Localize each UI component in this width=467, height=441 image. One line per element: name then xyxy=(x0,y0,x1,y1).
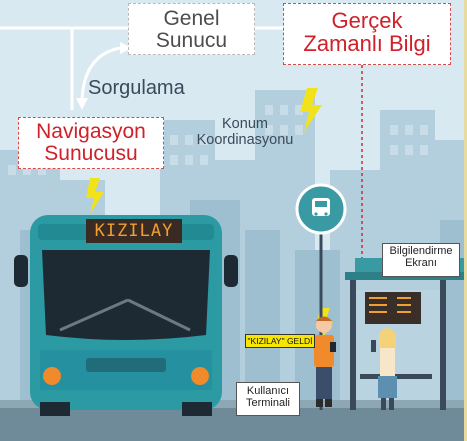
user-terminal-line1: Kullanıcı xyxy=(246,385,290,397)
navigation-server-box: Navigasyon Sunucusu xyxy=(18,117,164,169)
bus xyxy=(14,215,238,416)
realtime-info-line2: Zamanlı Bilgi xyxy=(303,31,431,57)
building-windows xyxy=(8,105,428,175)
network-lines xyxy=(0,26,283,110)
user-terminal-line2: Terminali xyxy=(245,396,290,409)
frame-edge xyxy=(464,0,467,441)
lightning-icon-location xyxy=(300,88,322,132)
general-server-line2: Sunucu xyxy=(155,29,228,53)
man-figure xyxy=(314,316,336,407)
info-screen-display xyxy=(365,292,421,324)
general-server-line1: Genel xyxy=(163,7,220,30)
query-arrow xyxy=(80,46,121,101)
realtime-info-line1: Gerçek xyxy=(331,8,403,33)
navigation-server-line1: Navigasyon xyxy=(36,120,146,143)
phone-icon xyxy=(330,342,336,352)
query-arrow-head-top xyxy=(120,42,132,54)
bus-destination-text: KIZILAY xyxy=(94,221,174,241)
location-coordination-label: Konum Koordinasyonu xyxy=(186,116,304,149)
user-terminal-label: Kullanıcı Terminali xyxy=(236,382,300,416)
bus-headlight-right xyxy=(191,367,209,385)
location-coordination-line2: Koordinasyonu xyxy=(196,131,294,148)
bus-headlight-left xyxy=(43,367,61,385)
bus-mirror-right xyxy=(224,255,238,287)
bus-mirror-left xyxy=(14,255,28,287)
general-server-box: Genel Sunucu xyxy=(128,3,255,55)
road xyxy=(0,405,467,441)
info-screen-label: Bilgilendirme Ekranı xyxy=(382,243,460,277)
info-screen-line1: Bilgilendirme xyxy=(389,245,453,257)
navigation-server-line2: Sunucusu xyxy=(44,142,138,166)
bus-destination-sign xyxy=(86,219,182,243)
bus-windshield xyxy=(42,250,210,340)
query-label: Sorgulama xyxy=(88,77,185,99)
realtime-info-box: Gerçek Zamanlı Bilgi xyxy=(283,3,451,65)
lightning-icon-bus xyxy=(86,178,104,214)
query-arrow-head-bottom xyxy=(76,98,88,110)
info-screen-line2: Ekranı xyxy=(405,256,437,269)
arrived-message: "KIZILAY" GELDİ xyxy=(245,334,315,348)
location-coordination-line1: Konum xyxy=(222,116,268,132)
sidewalk xyxy=(0,400,467,408)
woman-figure xyxy=(371,328,397,410)
